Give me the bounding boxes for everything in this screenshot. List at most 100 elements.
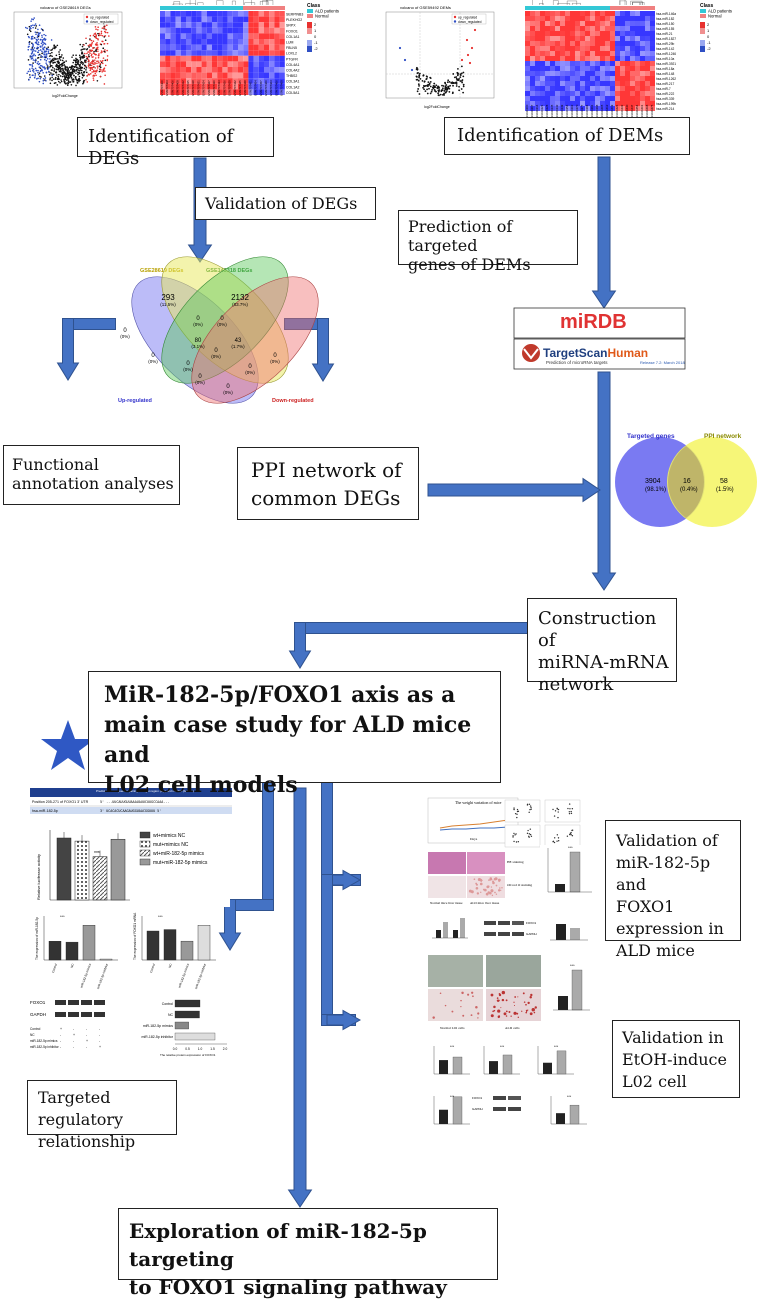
heatmap-dems-legend-b: Normal <box>708 14 722 19</box>
heatmap-degs-gene: SERPINB3 <box>286 13 303 17</box>
mice-title: The weight variation of mice <box>455 800 502 805</box>
western-mark: - <box>73 1045 75 1049</box>
heatmap-dems-mirna: hsa-miR-222 <box>656 92 674 96</box>
heatmap-dems-mirna: hsa-miR-148 <box>656 72 674 76</box>
western-tick: 1.5 <box>210 1047 215 1051</box>
deg-validate-text: Validation of DEGs <box>205 194 358 213</box>
heatmap-degs-gene: COL1A1 <box>286 35 299 39</box>
heatmap-degs-col-label: GSM707433 <box>217 80 221 96</box>
heatmap-dems-col-label: GSM1436412 <box>605 104 609 122</box>
svg-text:***: *** <box>568 845 573 850</box>
heatmap-scale-label: 2 <box>707 22 710 27</box>
expr-bar <box>180 940 194 961</box>
venn-degs-region-value: 0 <box>214 348 218 354</box>
venn-targets-set-a: Targeted genes <box>627 433 675 440</box>
venn-degs-region-pct: (11.5%) <box>160 302 176 307</box>
heatmap-dems-mirna: hsa-miR-29b <box>656 42 674 46</box>
expr-category: NC <box>70 962 76 968</box>
heatmap-degs-gene: THBS2 <box>286 74 297 78</box>
heatmap-degs-gene: COL5A1 <box>286 91 299 95</box>
cell-bar-sig: *** <box>554 1045 559 1049</box>
venn-targets-both-pct: (0.4%) <box>680 487 698 493</box>
targetscan-sub: Prediction of microRNA targets <box>546 360 608 365</box>
cell-bar-panel <box>428 1090 472 1130</box>
expr-category: NC <box>168 962 174 968</box>
western-mark: + <box>73 1033 75 1037</box>
heatmap-dems-col-label: GSM1436468 <box>645 104 649 122</box>
mice-normal: Normal mice liver tissue <box>430 901 463 905</box>
heatmap-degs-col-label: GSM707451 <box>248 80 252 96</box>
heatmap-dems-col-label: GSM1436384 <box>585 104 589 122</box>
expr-sig: *** <box>60 914 65 919</box>
venn-degs-region-pct: (0%) <box>217 322 227 327</box>
venn-degs-region-pct: (0%) <box>245 370 255 375</box>
western-mark: - <box>99 1039 101 1043</box>
deg-identify-text: Identification of DEGs <box>88 126 234 169</box>
western-band-gapdh <box>94 1012 105 1017</box>
venn-degs-region-pct: (0%) <box>211 354 221 359</box>
targetscan-logo-a: TargetScan <box>543 346 607 360</box>
expr-bar <box>82 925 96 961</box>
box-validation-cell: Validation in EtOH-induce L02 cell <box>612 1020 740 1098</box>
venn-degs-region-value: 293 <box>161 293 175 302</box>
heatmap-dems-mirna: hsa-miR-3921 <box>656 62 676 66</box>
heatmap-degs-col-label: GSM707412 <box>181 80 185 96</box>
heatmap-dems-mirna: hsa-miR-142 <box>656 47 674 51</box>
western-tick: 0.5 <box>185 1047 190 1051</box>
heatmap-degs-legend-a: ALD patients <box>315 9 339 14</box>
western-band-gapdh <box>55 1012 66 1017</box>
heatmap-dems-mirna: hsa-miR-1262 <box>656 77 676 81</box>
targeted-line2: relationship <box>38 1132 136 1151</box>
heatmap-scale-label: 2 <box>314 22 317 27</box>
explore-line2: to FOXO1 signaling pathway <box>129 1275 447 1299</box>
venn-degs-label-down: Down-regulated <box>272 398 314 404</box>
cell-bar-panel <box>545 1090 589 1130</box>
box-functional-annotation: Functional annotation analyses <box>3 445 180 505</box>
heatmap-dems-mirna: hsa-miR-146a <box>656 12 676 16</box>
venn-targets-a-only: 3904 <box>645 478 661 485</box>
western-row-label: miR-182-5p mimics <box>30 1039 58 1043</box>
heatmap-degs-gene: COL4A2 <box>286 69 299 73</box>
luciferase-row1: Position 205-271 of FOXO1 3' UTR <box>32 800 89 804</box>
heatmap-degs-gene: SRPX <box>286 24 296 28</box>
ppi-line1: PPI network of <box>251 458 402 482</box>
venn-degs-region-pct: (83.7%) <box>232 302 248 307</box>
venn-targets-b-only-pct: (1.5%) <box>716 487 734 493</box>
luciferase-row2: hsa-miR-182-5p <box>32 809 58 813</box>
expr-bar <box>65 941 79 961</box>
western-row-label: Control <box>30 1027 41 1031</box>
ppi-line2: common DEGs <box>251 486 401 510</box>
expr-ylabel: The expression of FOXO1 mRNA <box>133 912 137 960</box>
mice-scatter-panel <box>504 799 541 823</box>
cell-normal: Normal L02 cells <box>440 1026 465 1030</box>
heatmap-degs-col-label: GSM707469 <box>280 80 284 96</box>
heatmap-dems-legend-a: ALD patients <box>708 9 732 14</box>
venn-degs-region-pct: (0%) <box>270 359 280 364</box>
volcano-dems-legend-down: down_regulated <box>458 20 482 24</box>
volcano-dems-title: volcano of GSE59492 DEMs <box>400 5 451 10</box>
heatmap-degs-col-label: GSM707400 <box>160 80 164 96</box>
western-mark: - <box>99 1033 101 1037</box>
cell-bar-sig: *** <box>450 1095 455 1099</box>
heatmap-dems-col-label: GSM1436405 <box>600 104 604 122</box>
western-mark: - <box>86 1027 88 1031</box>
val-mice-line5: ALD mice <box>616 941 695 960</box>
val-cell-line2: EtOH-induce <box>622 1050 727 1069</box>
heatmap-dems-col-label: GSM1436342 <box>555 104 559 122</box>
targetscan-logo: TargetScanHuman <box>543 346 648 360</box>
heatmap-degs-col-label: GSM707409 <box>176 80 180 96</box>
heatmap-degs-gene: FOXO1 <box>286 29 298 33</box>
cell-bar-panel <box>478 1040 522 1080</box>
luciferase-legend-item: mut+miR-182-5p mimics <box>153 860 208 866</box>
heatmap-dems-col-label: GSM1436335 <box>550 104 554 122</box>
main-line2: main case study for ALD mice and <box>104 712 472 768</box>
heatmap-degs-col-label: GSM707439 <box>228 80 232 96</box>
western-band-gapdh <box>68 1012 79 1017</box>
heatmap-dems-mirna: hsa-miR-7 <box>656 87 671 91</box>
western-mark: + <box>86 1039 88 1043</box>
explore-line1: Exploration of miR-182-5p targeting <box>129 1219 427 1271</box>
heatmap-degs-col-label: GSM707454 <box>254 80 258 96</box>
western-hbar-cat: miR-182-5p mimics <box>143 1024 173 1028</box>
